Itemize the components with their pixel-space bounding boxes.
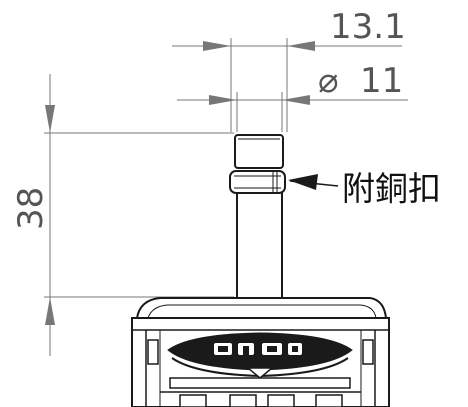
- disc-body: [167, 332, 353, 371]
- dimension-value-diameter: 11: [360, 61, 403, 101]
- cap-body: [234, 134, 284, 169]
- arrowhead-right-2: [282, 95, 310, 105]
- rotor-disc: [167, 332, 353, 379]
- terminal-3: [267, 394, 295, 407]
- dimension-value-height: 38: [11, 187, 51, 230]
- housing-top-shell: [135, 297, 388, 319]
- arrowhead-right: [287, 41, 315, 51]
- arrowhead-left-2: [209, 95, 237, 105]
- copper-ring: [229, 170, 286, 194]
- lower-structure: [160, 377, 361, 407]
- diameter-symbol: ⌀: [318, 61, 338, 101]
- dimension-value-top-width: 13.1: [330, 7, 406, 47]
- leader-arrowhead: [288, 174, 318, 190]
- shaft: [236, 193, 283, 298]
- pointer-notch: [245, 367, 275, 379]
- arrowhead-top: [45, 105, 55, 133]
- annotation-note: 附銅扣: [342, 169, 441, 208]
- arrowhead-bottom: [45, 297, 55, 325]
- annotation-copper-ring: 附銅扣: [288, 169, 441, 208]
- terminal-1: [179, 394, 207, 407]
- lower-plate: [169, 377, 351, 389]
- dimension-diameter: ⌀ 11: [177, 61, 408, 132]
- side-tab-right: [362, 339, 374, 365]
- housing-inner-shell: [147, 304, 377, 319]
- terminal-4: [315, 394, 343, 407]
- arrowhead-left: [203, 41, 231, 51]
- side-tab-left: [147, 339, 159, 365]
- logo-emblem: [214, 343, 302, 355]
- terminal-2: [229, 394, 257, 407]
- dimension-top-width: 13.1: [172, 7, 406, 132]
- knob-cap: [234, 134, 284, 169]
